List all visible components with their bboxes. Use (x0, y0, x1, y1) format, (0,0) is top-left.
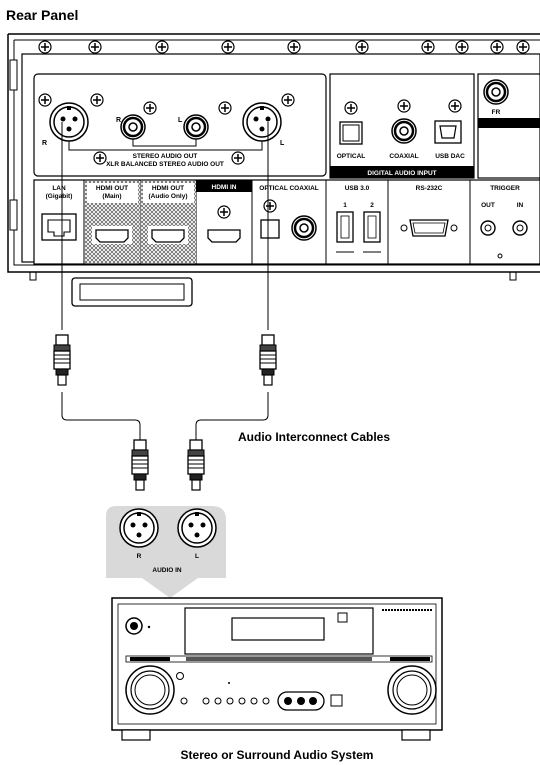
screw-icon (397, 99, 411, 113)
screw-icon (231, 151, 245, 165)
screw-icon (221, 40, 235, 54)
xlr-balanced-label: XLR BALANCED STEREO AUDIO OUT (106, 161, 224, 168)
xlr-input-right[interactable] (119, 508, 159, 548)
screw-icon (490, 40, 504, 54)
xlr-output-right[interactable] (49, 102, 89, 142)
screw-icon (263, 199, 277, 213)
cable-plug-icon (259, 334, 277, 386)
hdmi-out-main-port[interactable] (95, 229, 129, 243)
cable-plug-icon (131, 439, 149, 491)
screw-icon (448, 99, 462, 113)
xlr-right-label: R (42, 140, 47, 147)
screw-icon (218, 101, 232, 115)
coaxial-out-jack[interactable] (290, 214, 318, 242)
trigger-label: TRIGGER (490, 185, 520, 192)
input-selector-knob-icon[interactable] (387, 665, 437, 715)
usb-dac-label: USB DAC (435, 153, 465, 160)
usb3-label: USB 3.0 (345, 185, 370, 192)
stereo-out-label: STEREO AUDIO OUT (133, 153, 198, 160)
chassis-foot (71, 277, 193, 307)
optical-label: OPTICAL (337, 153, 366, 160)
volume-knob-icon[interactable] (125, 665, 175, 715)
screw-icon (344, 101, 358, 115)
screw-icon (281, 93, 295, 107)
rca-output-left[interactable] (182, 113, 210, 141)
coaxial-label: COAXIAL (389, 153, 418, 160)
optical-coaxial-label: OPTICAL COAXIAL (259, 185, 318, 192)
screw-icon (516, 40, 530, 54)
cables-label: Audio Interconnect Cables (238, 430, 390, 444)
lan-gigabit-label: (Gigabit) (46, 193, 73, 200)
hdmi-out-audio-port[interactable] (151, 229, 185, 243)
cable-plug-icon (187, 439, 205, 491)
hdmi-audio-label: HDMI OUT (152, 185, 184, 192)
screw-icon (38, 93, 52, 107)
screw-icon (155, 40, 169, 54)
rca-left-label: L (178, 117, 183, 124)
usb-port1-label: 1 (343, 202, 347, 209)
screw-icon (93, 151, 107, 165)
rca-right-label: R (116, 117, 121, 124)
usb-port2-label: 2 (370, 202, 374, 209)
screw-icon (287, 40, 301, 54)
trigger-out-label: OUT (481, 202, 495, 209)
input-right-label: R (137, 553, 142, 560)
rca-output-right[interactable] (119, 113, 147, 141)
xlr-output-left[interactable] (242, 102, 282, 142)
xlr-input-left[interactable] (177, 508, 217, 548)
lan-label: LAN (52, 185, 66, 192)
screw-icon (355, 40, 369, 54)
page-title: Rear Panel (6, 7, 78, 23)
trigger-in-label: IN (517, 202, 524, 209)
screw-icon (421, 40, 435, 54)
rs232c-label: RS-232C (416, 185, 443, 192)
rear-panel: R L R L STEREO AUDIO OUT XLR BALANCED ST… (7, 33, 540, 281)
audio-interconnect-cables (53, 122, 277, 491)
screw-icon (455, 40, 469, 54)
audio-receiver (111, 597, 443, 741)
screw-icon (143, 101, 157, 115)
cable-plug-icon (53, 334, 71, 386)
screw-icon (217, 205, 231, 219)
audio-in-label: AUDIO IN (152, 567, 182, 574)
input-left-label: L (195, 553, 199, 560)
receiver-label: Stereo or Surround Audio System (181, 748, 374, 762)
hdmi-main-sub-label: (Main) (102, 193, 121, 200)
screw-icon (90, 93, 104, 107)
hdmi-audio-sub-label: (Audio Only) (149, 193, 188, 200)
receiver-audio-inputs: R L AUDIO IN (106, 506, 226, 598)
screw-icon (88, 40, 102, 54)
fr-label: FR (492, 109, 501, 116)
fr-output-jack[interactable] (482, 78, 510, 106)
digital-audio-input-label: DIGITAL AUDIO INPUT (367, 170, 436, 177)
hdmi-in-label: HDMI IN (212, 184, 237, 191)
xlr-left-label: L (280, 140, 285, 147)
coaxial-input-jack[interactable] (390, 117, 418, 145)
screw-icon (38, 40, 52, 54)
hdmi-in-port[interactable] (207, 229, 241, 243)
hdmi-main-label: HDMI OUT (96, 185, 128, 192)
optical-out-port[interactable] (260, 219, 280, 239)
